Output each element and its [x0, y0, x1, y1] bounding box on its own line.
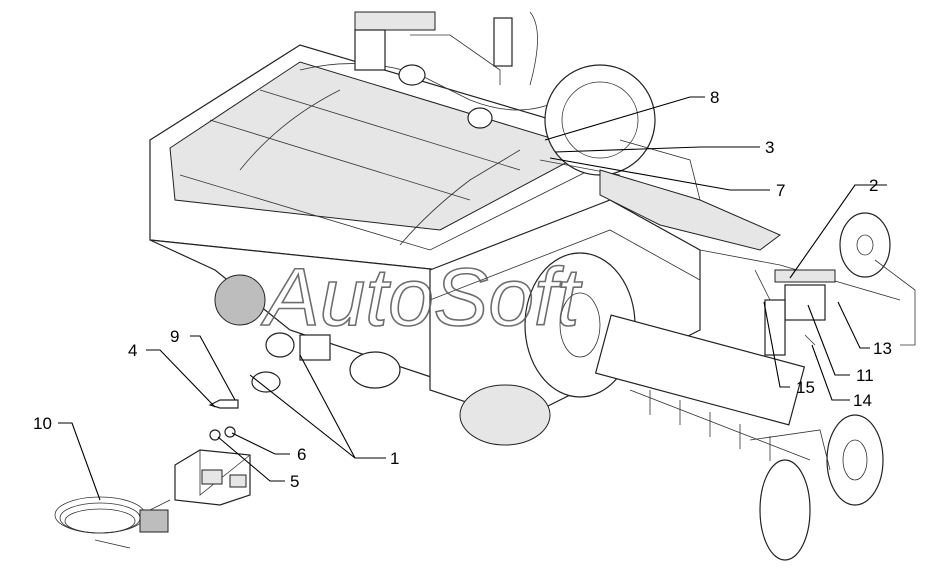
callout-10: 10: [33, 414, 52, 433]
callout-8: 8: [710, 88, 719, 107]
callout-13: 13: [873, 339, 892, 358]
callout-15: 15: [796, 378, 815, 397]
leader-lines: [58, 96, 887, 501]
callout-1: 1: [390, 449, 399, 468]
callout-3: 3: [765, 138, 774, 157]
watermark-logo: AutoSoft: [260, 252, 583, 343]
machine-frame: [54, 11, 916, 561]
callout-6: 6: [297, 445, 306, 464]
callout-2: 2: [869, 176, 878, 195]
callout-5: 5: [290, 472, 299, 491]
callout-9: 9: [170, 327, 179, 346]
callout-labels: 1 2 3 4 5 6 7 8 9 10 11 13 14 15: [33, 88, 892, 491]
callout-4: 4: [128, 341, 137, 360]
callout-7: 7: [776, 181, 785, 200]
callout-14: 14: [853, 391, 872, 410]
callout-11: 11: [856, 366, 874, 385]
